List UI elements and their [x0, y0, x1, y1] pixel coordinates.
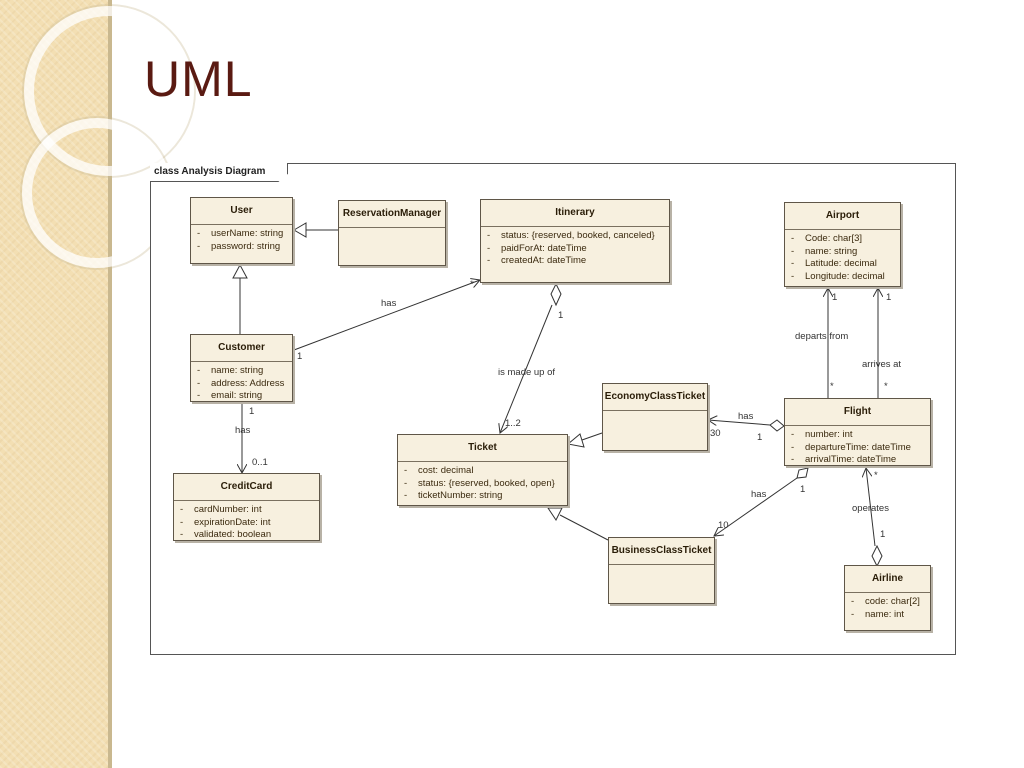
class-attribute: -code: char[2] — [851, 596, 920, 607]
mult-10: 10 — [718, 520, 729, 531]
generalization-head-user-2 — [293, 222, 307, 238]
class-attribute: -password: string — [197, 240, 281, 252]
mult-30: 30 — [710, 428, 721, 439]
mult-0-1: 0..1 — [252, 457, 268, 468]
class-name: Flight — [785, 399, 930, 426]
class-name: Ticket — [398, 435, 567, 462]
class-attribute: -paidForAt: dateTime — [487, 242, 587, 254]
class-attribute: -ticketNumber: string — [404, 490, 503, 501]
label-departs-from: departs from — [795, 331, 849, 342]
class-attribute: -Code: char[3] — [791, 233, 863, 244]
diagram-frame-title: class Analysis Diagram — [150, 163, 288, 182]
class-name: User — [191, 198, 292, 225]
aggregation-diamond-itinerary — [550, 282, 562, 307]
generalization-head-ticket-2 — [547, 507, 563, 521]
class-attribute: -cost: decimal — [404, 465, 474, 476]
label-has-flight-business: has — [751, 489, 767, 500]
aggregation-diamond-flight-business — [796, 467, 809, 479]
class-attribute: -departureTime: dateTime — [791, 441, 911, 453]
mult-airport-1b: 1 — [886, 292, 892, 303]
class-attribute: -email: string — [197, 390, 263, 401]
class-itinerary: Itinerary -status: {reserved, booked, ca… — [480, 199, 670, 283]
class-airport: Airport -Code: char[3] -name: string -La… — [784, 202, 901, 287]
class-flight: Flight -number: int -departureTime: date… — [784, 398, 931, 466]
class-ticket: Ticket -cost: decimal -status: {reserved… — [397, 434, 568, 506]
class-customer: Customer -name: string -address: Address… — [190, 334, 293, 402]
class-attribute: -Latitude: decimal — [791, 258, 877, 269]
class-attribute: -status: {reserved, booked, open} — [404, 477, 555, 489]
class-name: CreditCard — [174, 474, 319, 501]
generalization-economy-ticket — [581, 432, 603, 441]
label-operates: operates — [852, 503, 889, 514]
mult-customer-1b: 1 — [249, 406, 255, 417]
class-name: EconomyClassTicket — [603, 384, 707, 411]
mult-flight-1a: 1 — [757, 432, 763, 443]
class-attribute: -name: int — [851, 608, 905, 620]
class-attribute: -expirationDate: int — [180, 516, 271, 528]
class-user: User -userName: string -password: string — [190, 197, 293, 264]
class-credit-card: CreditCard -cardNumber: int -expirationD… — [173, 473, 320, 541]
class-airline: Airline -code: char[2] -name: int — [844, 565, 931, 631]
class-business-class-ticket: BusinessClassTicket — [608, 537, 715, 604]
mult-itinerary-1: 1 — [558, 310, 564, 321]
mult-airport-1a: 1 — [832, 292, 838, 303]
class-attribute: -status: {reserved, booked, canceled} — [487, 230, 655, 241]
mult-ticket-1-2: 1..2 — [505, 418, 521, 429]
label-has-customer-itinerary: has — [381, 298, 397, 309]
class-name: Customer — [191, 335, 292, 362]
class-attribute: -address: Address — [197, 377, 285, 389]
mult-itinerary-star: * — [470, 279, 474, 290]
class-attribute: -createdAt: dateTime — [487, 255, 587, 266]
slide-title: UML — [144, 51, 253, 107]
generalization-head-ticket-1 — [566, 433, 585, 448]
class-name: Airport — [785, 203, 900, 230]
class-attribute: -validated: boolean — [180, 529, 272, 540]
generalization-head-user — [232, 263, 248, 279]
class-attribute: -cardNumber: int — [180, 504, 262, 515]
association-customer-itinerary — [293, 280, 480, 351]
class-attribute: -userName: string — [197, 228, 284, 239]
label-has-customer-card: has — [235, 425, 251, 436]
class-attribute: -name: string — [791, 245, 858, 257]
class-attribute: -number: int — [791, 429, 853, 440]
class-attribute: -Longitude: decimal — [791, 270, 885, 282]
label-is-made-up-of: is made up of — [498, 367, 556, 378]
class-name: Itinerary — [481, 200, 669, 227]
class-reservation-manager: ReservationManager — [338, 200, 446, 266]
aggregation-itinerary-ticket — [500, 304, 553, 433]
mult-flight-star-b: * — [884, 381, 888, 392]
class-attribute: -name: string — [197, 365, 264, 376]
aggregation-diamond-airline — [871, 544, 883, 568]
label-has-flight-economy: has — [738, 411, 754, 422]
mult-flight-1b: 1 — [800, 484, 806, 495]
aggregation-flight-economy — [708, 420, 771, 425]
class-name: BusinessClassTicket — [609, 538, 714, 565]
aggregation-flight-business — [714, 477, 798, 536]
class-economy-class-ticket: EconomyClassTicket — [602, 383, 708, 451]
aggregation-diamond-flight-economy — [769, 419, 785, 432]
label-arrives-at: arrives at — [862, 359, 902, 370]
mult-flight-star-c: * — [874, 470, 878, 481]
class-name: Airline — [845, 566, 930, 593]
aggregation-airline-flight — [866, 468, 876, 547]
class-attribute: -arrivalTime: dateTime — [791, 454, 897, 465]
generalization-business-ticket — [559, 514, 609, 541]
mult-customer-1: 1 — [297, 351, 303, 362]
class-name: ReservationManager — [339, 201, 445, 228]
mult-airline-1: 1 — [880, 529, 886, 540]
mult-flight-star-a: * — [830, 381, 834, 392]
